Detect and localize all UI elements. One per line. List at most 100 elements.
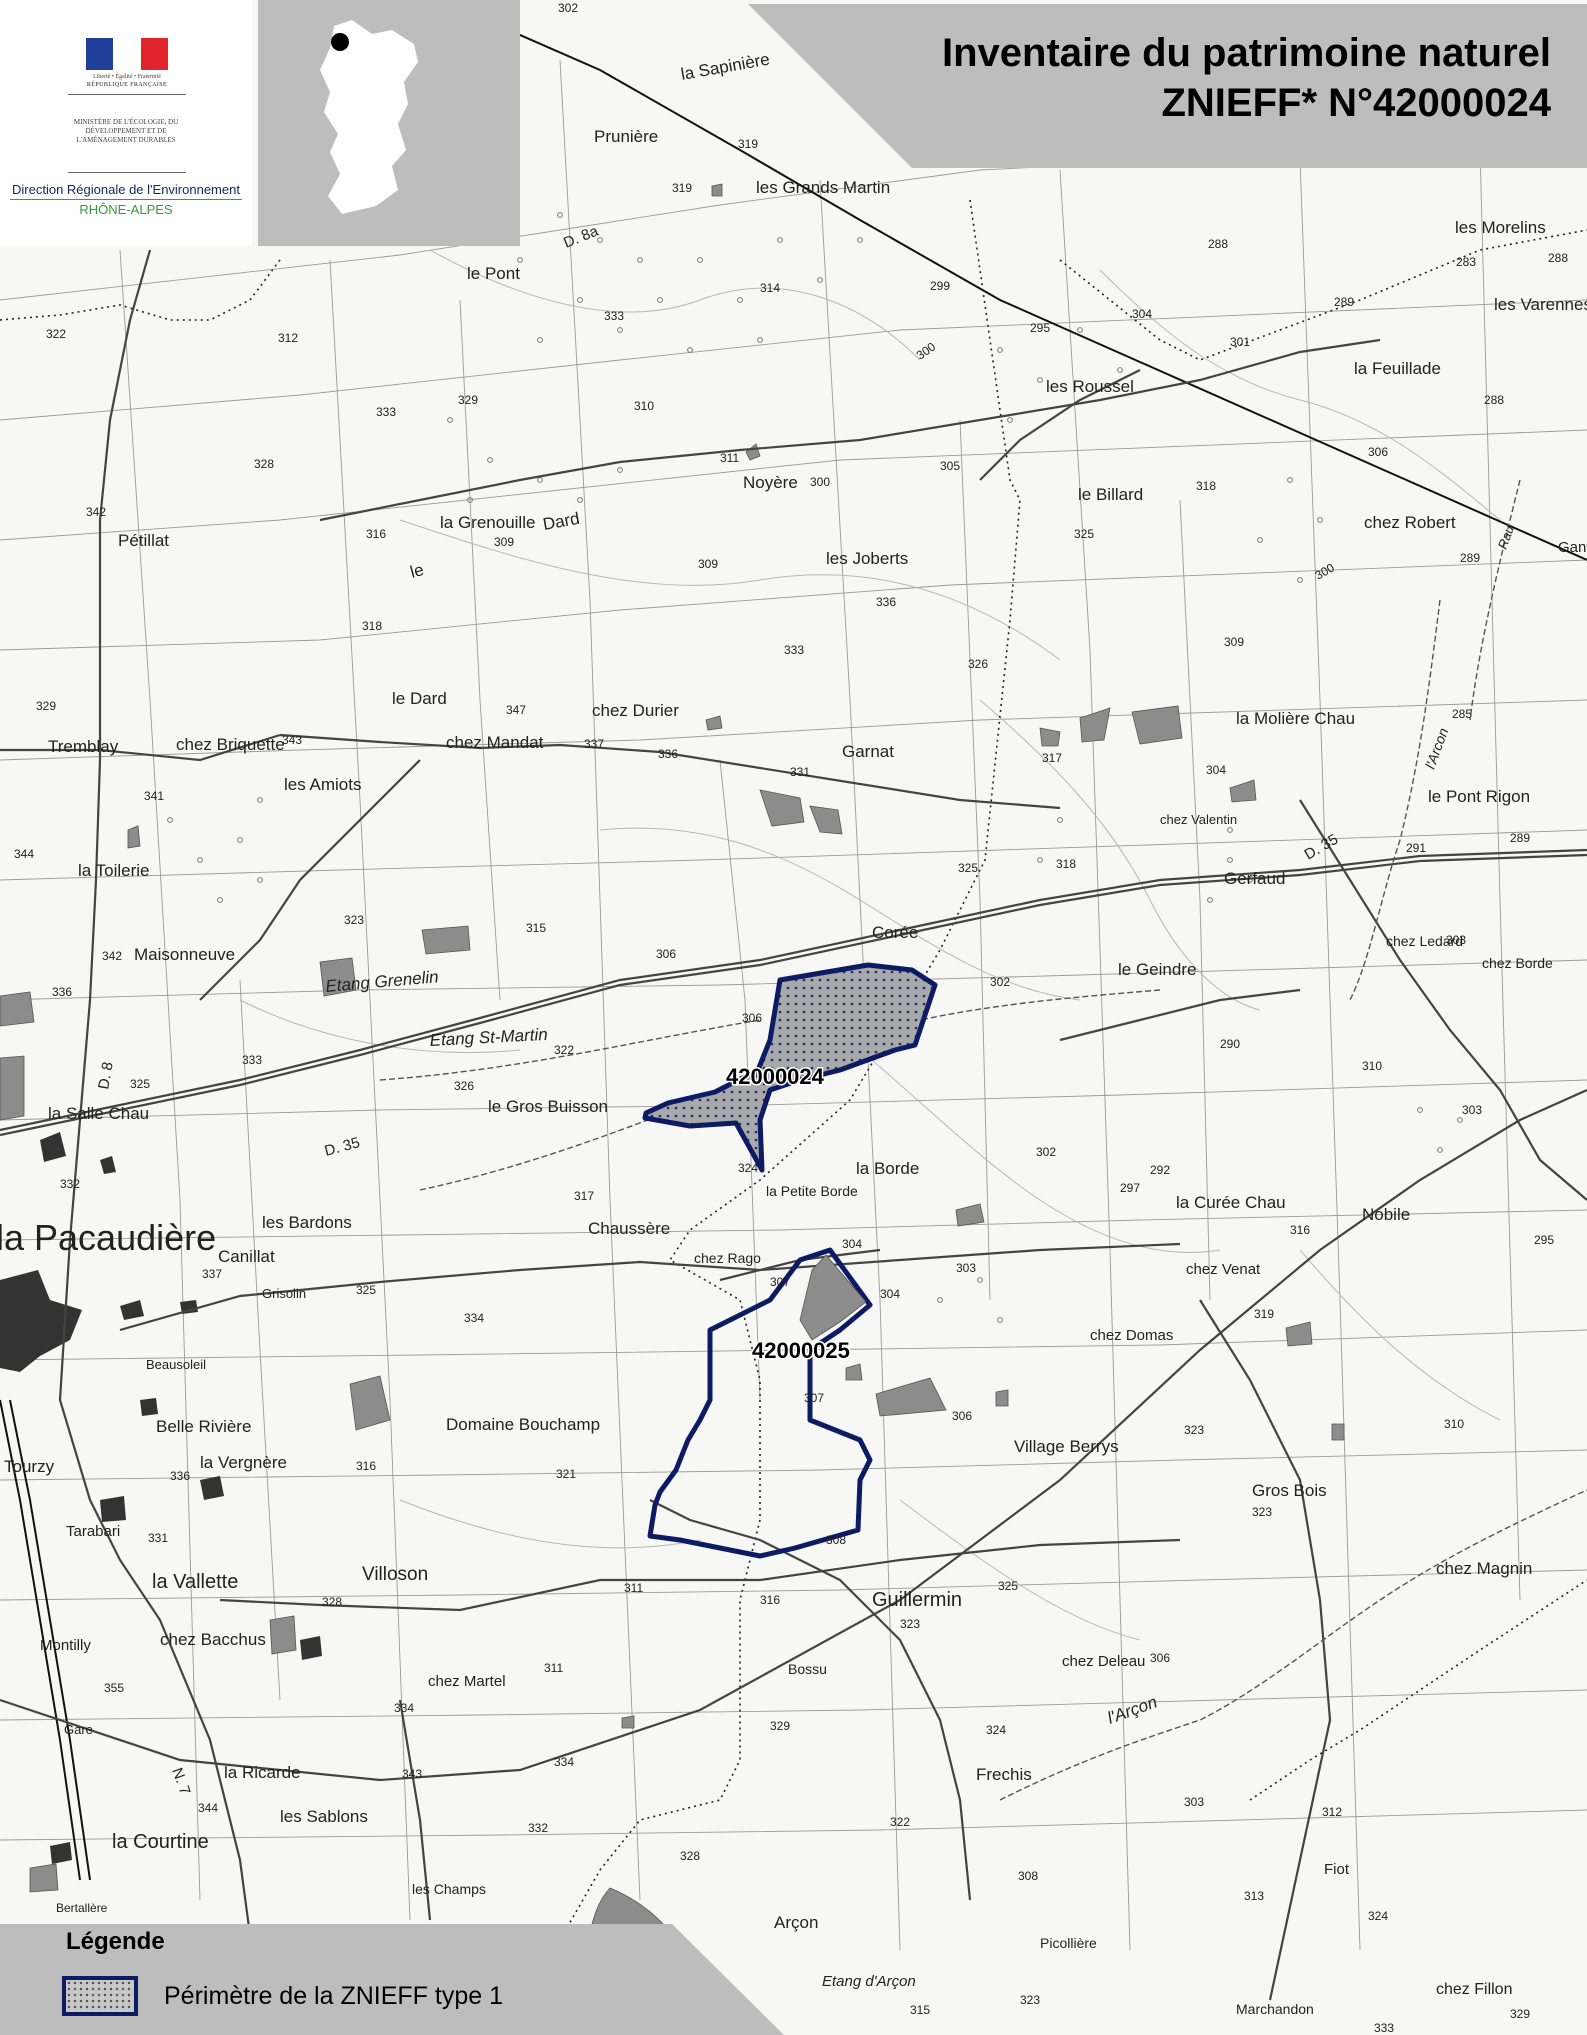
altitude-label: 328 bbox=[254, 457, 274, 471]
place-label: le Geindre bbox=[1118, 960, 1196, 979]
altitude-label: 312 bbox=[278, 331, 298, 345]
altitude-label: 323 bbox=[900, 1617, 920, 1631]
altitude-label: 307 bbox=[770, 1275, 790, 1289]
altitude-label: 316 bbox=[366, 527, 386, 541]
altitude-label: 292 bbox=[1150, 1163, 1170, 1177]
map-title: Inventaire du patrimoine naturel ZNIEFF*… bbox=[942, 28, 1551, 128]
altitude-label: 308 bbox=[826, 1533, 846, 1547]
altitude-label: 323 bbox=[1252, 1505, 1272, 1519]
place-label: Maisonneuve bbox=[134, 945, 235, 964]
place-label: la Vallette bbox=[152, 1571, 238, 1593]
altitude-label: 318 bbox=[1196, 479, 1216, 493]
place-label: chez Rago bbox=[694, 1250, 761, 1266]
place-label: chez Bacchus bbox=[160, 1630, 266, 1649]
altitude-label: 309 bbox=[698, 557, 718, 571]
place-label: le Dard bbox=[392, 689, 447, 708]
altitude-label: 319 bbox=[672, 181, 692, 195]
altitude-label: 336 bbox=[170, 1469, 190, 1483]
field-boundaries bbox=[0, 59, 1587, 1951]
altitude-label: 323 bbox=[344, 913, 364, 927]
legend-label-znieff: Périmètre de la ZNIEFF type 1 bbox=[164, 1982, 504, 2010]
altitude-label: 332 bbox=[60, 1177, 80, 1191]
altitude-label: 328 bbox=[680, 1849, 700, 1863]
place-label: Domaine Bouchamp bbox=[446, 1415, 600, 1434]
znieff-zone-42000024[interactable] bbox=[642, 962, 938, 1173]
altitude-label: 344 bbox=[14, 847, 34, 861]
place-label: chez Ledard bbox=[1386, 933, 1463, 949]
altitude-label: 322 bbox=[890, 1815, 910, 1829]
altitude-label: 316 bbox=[1290, 1223, 1310, 1237]
altitude-label: 311 bbox=[624, 1581, 643, 1595]
altitude-label: 343 bbox=[282, 733, 302, 747]
altitude-label: 333 bbox=[1374, 2021, 1394, 2035]
place-label: les Sablons bbox=[280, 1807, 368, 1826]
altitude-label: 302 bbox=[1036, 1145, 1056, 1159]
legend-banner bbox=[0, 1924, 784, 2035]
altitude-label: 288 bbox=[1208, 237, 1228, 251]
altitude-label: 304 bbox=[1206, 763, 1226, 777]
place-label: Garnat bbox=[842, 742, 894, 761]
place-label: le Billard bbox=[1078, 485, 1143, 504]
altitude-label: 306 bbox=[742, 1011, 762, 1025]
altitude-label: 336 bbox=[876, 595, 896, 609]
communal-boundaries bbox=[0, 199, 1587, 1941]
zone-label-42000025: 42000025 bbox=[752, 1338, 850, 1363]
place-label: le Gros Buisson bbox=[488, 1097, 608, 1116]
place-label: chez Briquette bbox=[176, 735, 285, 754]
place-label: la Grenouille bbox=[440, 513, 535, 532]
znieff-zone-42000025[interactable] bbox=[647, 1247, 873, 1559]
place-label: chez Venat bbox=[1186, 1261, 1261, 1278]
town-label-la-pacaudiere: la Pacaudière bbox=[0, 1217, 216, 1258]
altitude-label: 309 bbox=[1224, 635, 1244, 649]
altitude-label: 329 bbox=[770, 1719, 790, 1733]
place-label: chez Deleau bbox=[1062, 1653, 1145, 1670]
altitude-label: 319 bbox=[1254, 1307, 1274, 1321]
altitude-label: 289 bbox=[1510, 831, 1530, 845]
altitude-label: 299 bbox=[930, 279, 950, 293]
ministry-name: MINISTÈRE DE L'ÉCOLOGIE, DU DÉVELOPPEMEN… bbox=[73, 118, 179, 144]
altitude-label: 300 bbox=[810, 475, 830, 489]
place-label: Villoson bbox=[362, 1564, 428, 1585]
altitude-labels: 302 319 319 333 314 299 288 283 288 322 … bbox=[14, 1, 1568, 2035]
altitude-label: 295 bbox=[1534, 1233, 1554, 1247]
place-label: Bossu bbox=[788, 1661, 827, 1677]
place-label: la Borde bbox=[856, 1159, 919, 1178]
altitude-label: 288 bbox=[1484, 393, 1504, 407]
altitude-label: 323 bbox=[1184, 1423, 1204, 1437]
place-label: les Champs bbox=[412, 1881, 486, 1897]
altitude-label: 322 bbox=[46, 327, 66, 341]
place-label: Fiot bbox=[1324, 1861, 1350, 1878]
altitude-label: 310 bbox=[1444, 1417, 1464, 1431]
altitude-label: 325 bbox=[958, 861, 978, 875]
place-label: les Varennes bbox=[1494, 295, 1587, 314]
altitude-label: 334 bbox=[464, 1311, 484, 1325]
contour-lines bbox=[239, 249, 1501, 1641]
altitude-label: 316 bbox=[356, 1459, 376, 1473]
altitude-label: 288 bbox=[1548, 251, 1568, 265]
legend-title: Légende bbox=[66, 1928, 165, 1955]
altitude-label: 333 bbox=[242, 1053, 262, 1067]
altitude-label: 317 bbox=[1042, 751, 1062, 765]
logo-panel: Liberté • Égalité • Fraternité RÉPUBLIQU… bbox=[0, 0, 252, 246]
altitude-label: 324 bbox=[738, 1161, 758, 1175]
altitude-label: 325 bbox=[998, 1579, 1018, 1593]
altitude-label: 334 bbox=[554, 1755, 574, 1769]
place-label: chez Fillon bbox=[1436, 1981, 1512, 1998]
place-label: Chaussère bbox=[588, 1219, 670, 1238]
divider bbox=[10, 199, 242, 200]
altitude-label: 312 bbox=[1322, 1805, 1342, 1819]
altitude-label: 316 bbox=[760, 1593, 780, 1607]
place-label: Grisolin bbox=[262, 1286, 306, 1301]
altitude-label: 332 bbox=[528, 1821, 548, 1835]
altitude-label: 301 bbox=[1230, 335, 1250, 349]
title-banner bbox=[748, 4, 1587, 168]
altitude-label: 329 bbox=[458, 393, 478, 407]
altitude-label: 303 bbox=[1462, 1103, 1482, 1117]
place-label: chez Martel bbox=[428, 1673, 506, 1690]
altitude-label: 313 bbox=[1244, 1889, 1264, 1903]
altitude-label: 331 bbox=[790, 765, 810, 779]
title-line-1: Inventaire du patrimoine naturel bbox=[941, 31, 1551, 75]
altitude-label: 343 bbox=[402, 1767, 422, 1781]
altitude-label: 342 bbox=[102, 949, 122, 963]
